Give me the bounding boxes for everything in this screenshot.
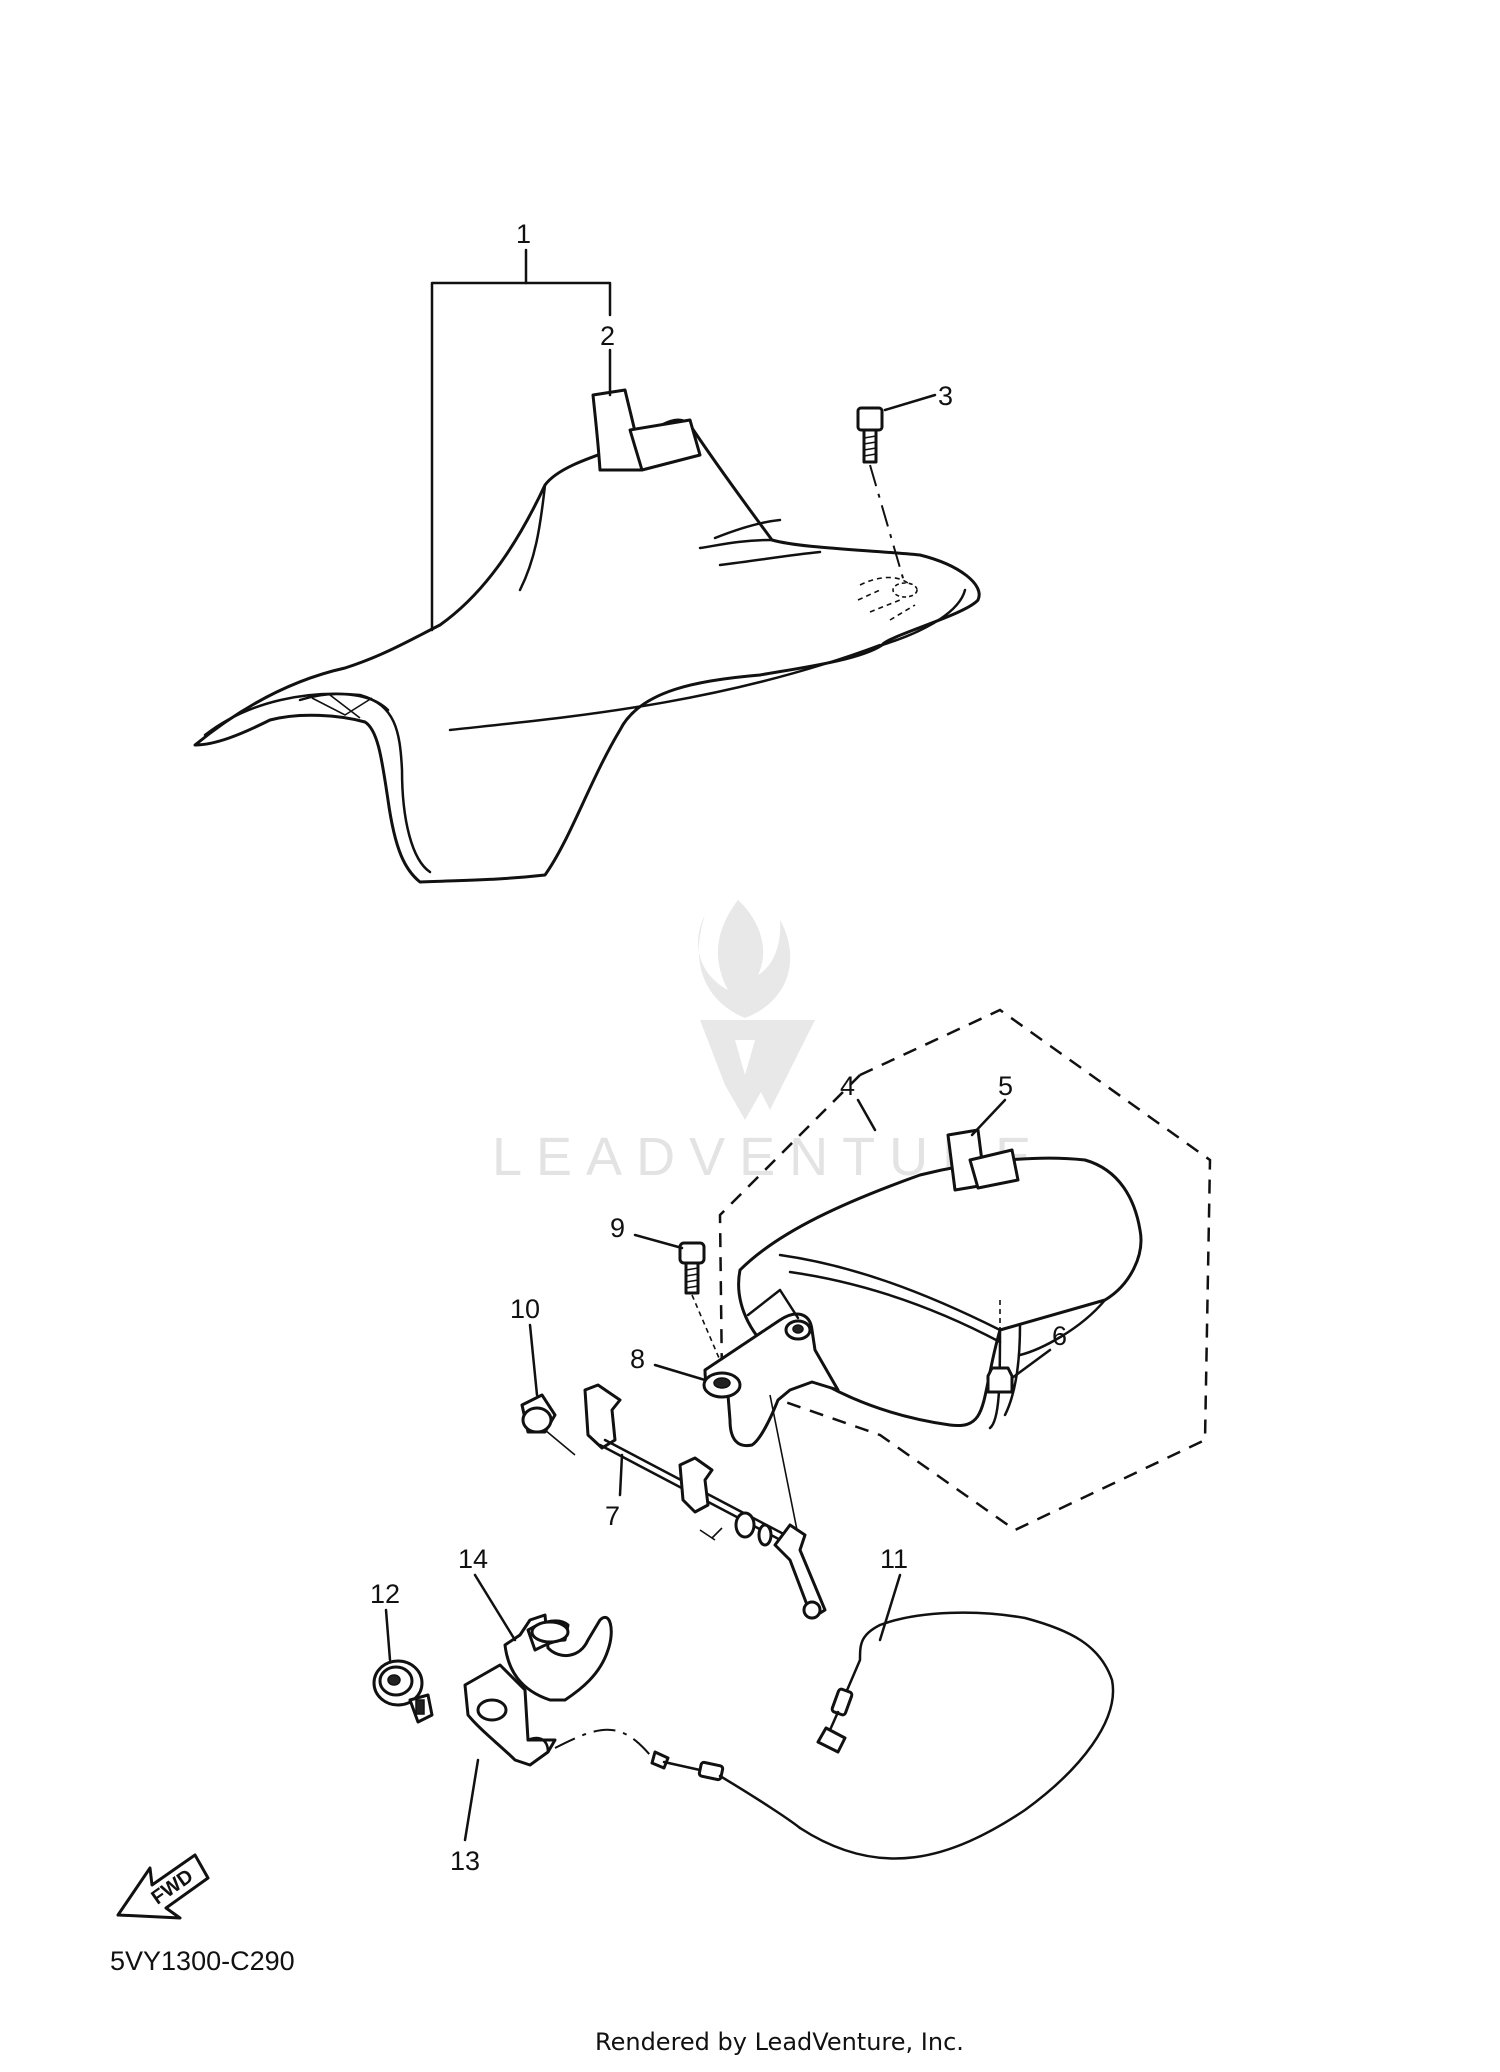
callout-9: 9 [610,1213,625,1243]
callout-7-leader [618,1453,624,1497]
callout-1: 1 [516,219,531,249]
diagram-code: 5VY1300-C290 [110,1946,295,1976]
callout-13-leader [463,1758,480,1842]
callout-8: 8 [630,1344,645,1374]
rear-seat-set-outline [718,1008,1212,1532]
callout-10-leader [528,1323,539,1397]
callout-1-bracket [430,248,612,632]
footer-credit: Rendered by LeadVenture, Inc. [595,2028,964,2056]
callout-6: 6 [1052,1321,1067,1351]
callout-5: 5 [998,1071,1013,1101]
callout-5-leader [970,1098,1007,1137]
callout-6-leader [1010,1348,1052,1380]
rear-seat-nut [986,1300,1014,1394]
callout-4-leader [856,1098,877,1132]
fwd-arrow-icon: FWD [116,1853,210,1920]
callout-4: 4 [840,1071,855,1101]
seat-bolt [856,406,906,586]
seat-lock-body [503,1613,613,1702]
callout-14-leader [473,1573,517,1642]
callout-11-leader [878,1573,902,1642]
front-seat [193,418,981,884]
callout-2: 2 [600,321,615,351]
flame-logo-icon [698,900,815,1120]
callout-3-leader [883,393,937,412]
bracket-bolt [678,1241,723,1366]
callout-3: 3 [938,381,953,411]
lock-rod [583,1383,827,1620]
callout-14: 14 [458,1544,488,1574]
rear-seat-tag [946,1128,1020,1192]
front-seat-tag [591,388,702,472]
key-cylinder [372,1659,434,1724]
callout-13: 13 [450,1846,480,1876]
release-cable [554,1611,1115,1860]
callout-7: 7 [605,1501,620,1531]
callout-11: 11 [880,1544,908,1574]
rear-seat-group [718,1008,1212,1532]
seat-lock-bracket [702,1288,840,1546]
bushing [520,1393,576,1456]
callout-8-leader [653,1363,707,1382]
callout-12: 12 [370,1579,400,1609]
lock-mount-plate [463,1663,557,1767]
callout-9-leader [633,1233,684,1250]
callout-10: 10 [510,1294,540,1324]
callout-12-leader [384,1608,392,1662]
